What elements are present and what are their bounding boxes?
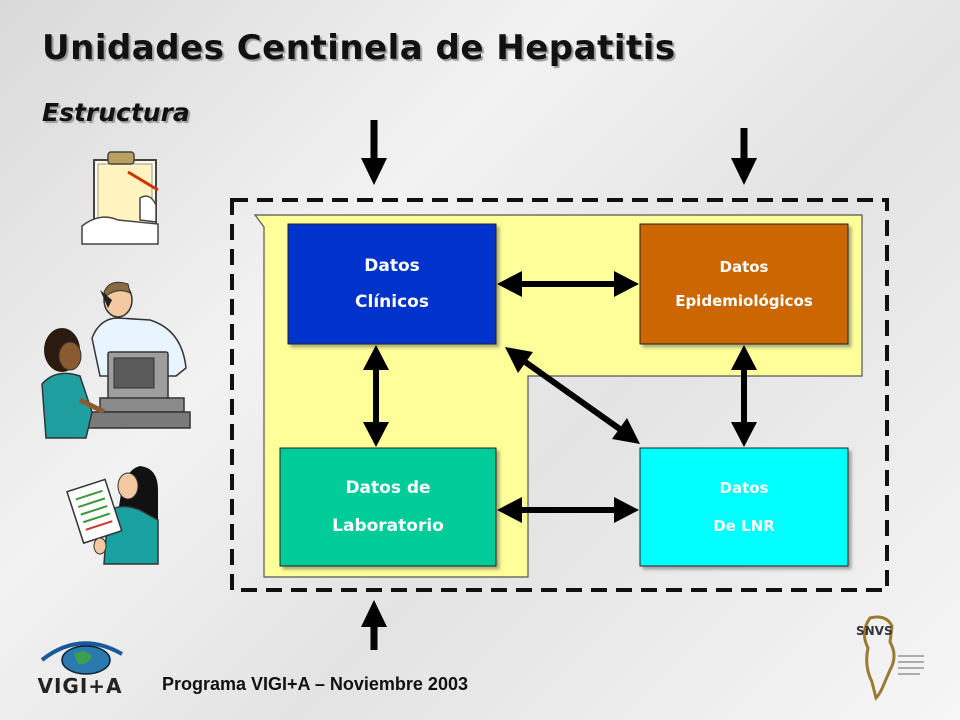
page-title: Unidades Centinela de Hepatitis — [42, 28, 676, 68]
input-arrow — [731, 128, 757, 185]
page-subtitle: Estructura — [42, 98, 190, 127]
input-arrow — [361, 120, 387, 185]
clipboard-icon — [81, 151, 159, 245]
connector-epidemiologicos-lnr — [731, 345, 757, 447]
epidemiological-data-node — [639, 223, 849, 345]
snvs-logo-icon: SNVS — [850, 612, 930, 702]
vigia-logo-text: VIGI+A — [37, 674, 123, 698]
laboratory-data-node — [279, 447, 497, 567]
vigia-logo-icon: VIGI+A — [30, 630, 130, 700]
system-boundary — [230, 198, 889, 592]
clinical-data-node — [287, 223, 497, 345]
connector-clinicos-lnr — [505, 347, 640, 444]
doctor-computer-icon — [41, 281, 191, 439]
nurse-chart-icon — [66, 466, 159, 565]
connector-clinicos-epidemiologicos — [497, 271, 639, 297]
lnr-data-node — [639, 447, 849, 567]
connector-clinicos-laboratorio — [363, 345, 389, 447]
footer-text: Programa VIGI+A – Noviembre 2003 — [162, 674, 468, 694]
connector-laboratorio-lnr — [497, 497, 639, 523]
input-arrow — [361, 600, 387, 650]
snvs-logo-text: SNVS — [856, 624, 893, 638]
